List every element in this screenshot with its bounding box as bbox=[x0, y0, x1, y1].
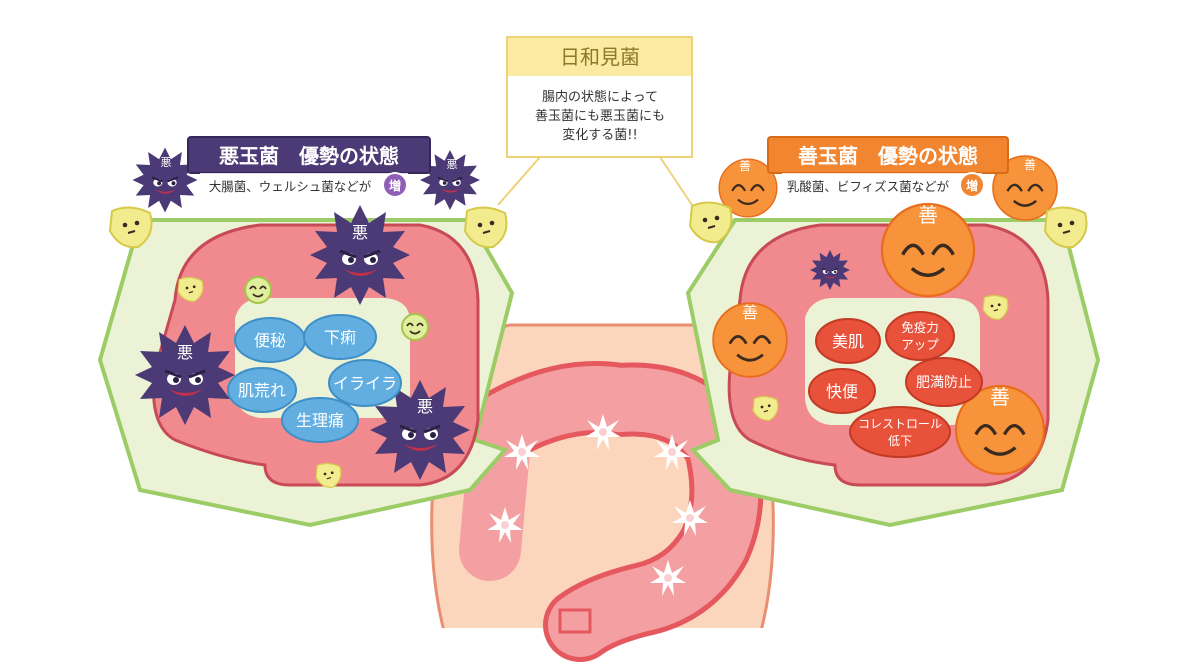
benefit-text: コレストロール bbox=[858, 417, 942, 431]
increase-badge bbox=[959, 172, 985, 198]
symptom-text: 肌荒れ bbox=[238, 381, 286, 400]
symptom-bubble bbox=[227, 367, 297, 413]
increase-badge-text: 増 bbox=[966, 178, 978, 193]
germ-label: 善 bbox=[742, 303, 758, 322]
center-line: 変化する菌!! bbox=[562, 127, 637, 143]
green-germ-icon bbox=[244, 276, 272, 304]
bad-panel-subtitle: 大腸菌、ウェルシュ菌などが bbox=[209, 179, 372, 194]
germ-label: 善 bbox=[990, 385, 1010, 409]
benefit-text: 肥満防止 bbox=[916, 375, 972, 391]
benefit-text: 免疫力 bbox=[901, 320, 939, 335]
benefit-bubble bbox=[815, 318, 881, 364]
benefit-bubble bbox=[849, 406, 951, 458]
symptom-bubbles: 便秘 下痢 肌荒れ イライラ 生理痛 bbox=[227, 314, 402, 443]
neutral-germ-icon bbox=[689, 201, 733, 244]
benefit-text: 快便 bbox=[826, 382, 858, 401]
center-callout: 日和見菌 腸内の状態によって 善玉菌にも悪玉菌にも 変化する菌!! bbox=[497, 36, 693, 206]
germ-label: 悪 bbox=[417, 397, 433, 416]
symptom-text: イライラ bbox=[333, 374, 397, 393]
symptom-text: 下痢 bbox=[324, 328, 356, 347]
neutral-germ-icon bbox=[109, 206, 153, 249]
germ-label: 悪 bbox=[352, 223, 368, 242]
center-line: 腸内の状態によって bbox=[542, 89, 658, 105]
green-germ-icon bbox=[401, 313, 429, 341]
good-panel-title: 善玉菌 優勢の状態 bbox=[798, 144, 978, 168]
bad-panel-header: 悪玉菌 優勢の状態 大腸菌、ウェルシュ菌などが 増 bbox=[187, 136, 431, 198]
germ-label: 悪 bbox=[447, 158, 458, 171]
center-line: 善玉菌にも悪玉菌にも bbox=[535, 108, 665, 124]
symptom-bubble bbox=[303, 314, 377, 360]
benefit-text: アップ bbox=[901, 337, 939, 352]
benefit-bubble bbox=[905, 357, 983, 407]
benefit-text: 美肌 bbox=[832, 332, 864, 351]
symptom-bubble bbox=[328, 359, 402, 407]
center-title: 日和見菌 bbox=[560, 45, 640, 69]
germ-label: 善 bbox=[739, 158, 751, 173]
benefit-bubbles: 美肌 免疫力 アップ 快便 肥満防止 コレストロール 低下 bbox=[808, 311, 983, 458]
increase-badge-text: 増 bbox=[389, 178, 401, 193]
symptom-bubble bbox=[281, 397, 359, 443]
germ-label: 悪 bbox=[161, 156, 172, 169]
benefit-bubble bbox=[885, 311, 955, 361]
good-panel-header: 善玉菌 優勢の状態 乳酸菌、ビフィズス菌などが 増 bbox=[767, 136, 1009, 198]
bad-panel-title: 悪玉菌 優勢の状態 bbox=[219, 144, 399, 168]
good-panel-subtitle: 乳酸菌、ビフィズス菌などが bbox=[787, 179, 950, 194]
symptom-text: 生理痛 bbox=[296, 411, 344, 430]
germ-label: 悪 bbox=[177, 343, 193, 362]
germ-label: 善 bbox=[1024, 157, 1036, 172]
benefit-text: 低下 bbox=[888, 434, 912, 448]
increase-badge bbox=[382, 172, 408, 198]
benefit-bubble bbox=[808, 368, 876, 414]
symptom-text: 便秘 bbox=[254, 331, 286, 350]
germ-label: 善 bbox=[918, 203, 938, 227]
